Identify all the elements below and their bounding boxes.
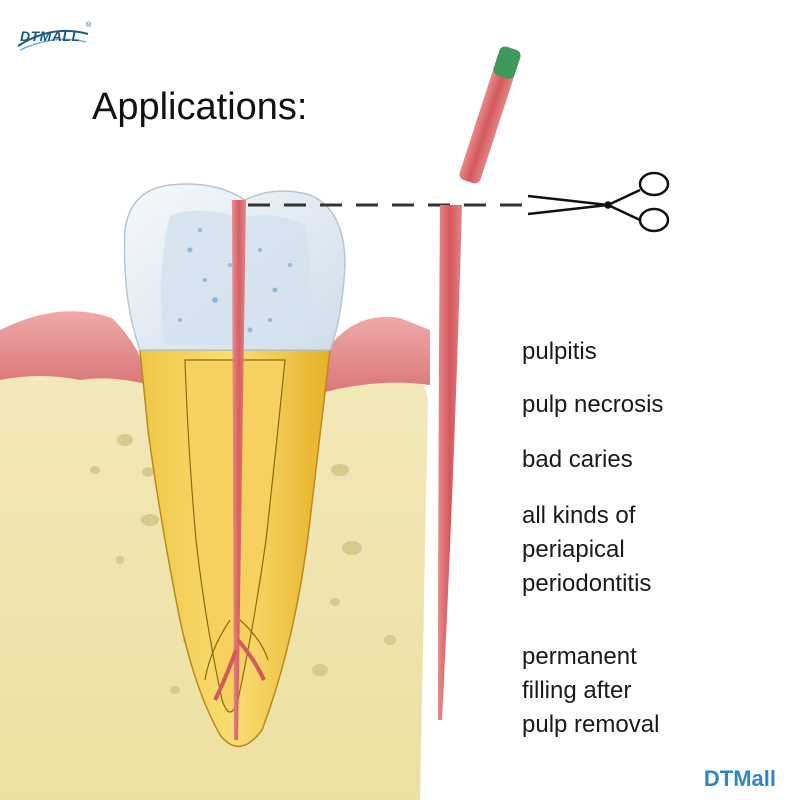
gutta-percha-point-bottom	[438, 205, 462, 720]
logo-text: DTMALL	[20, 28, 81, 44]
application-item: pulpitis	[522, 338, 597, 365]
gutta-tip-color-band	[493, 46, 521, 79]
application-item: pulp necrosis	[522, 391, 664, 418]
application-item: bad caries	[522, 446, 633, 473]
application-item: all kinds of periapical periodontitis	[522, 502, 652, 597]
canal-gutta-percha	[232, 200, 246, 740]
logo-swoosh-icon	[17, 29, 89, 51]
page-title: Applications:	[92, 86, 308, 128]
gutta-percha-point-top	[459, 46, 521, 184]
application-item: permanent filling after pulp removal	[522, 643, 660, 738]
crown-speckles	[178, 228, 292, 333]
gum-right	[320, 316, 430, 392]
scissors-icon	[527, 171, 670, 233]
brand-logo: DTMALL ®	[14, 20, 92, 54]
gum	[0, 311, 150, 385]
brand-watermark: DTMall	[703, 766, 776, 791]
registered-mark: ®	[86, 22, 92, 29]
